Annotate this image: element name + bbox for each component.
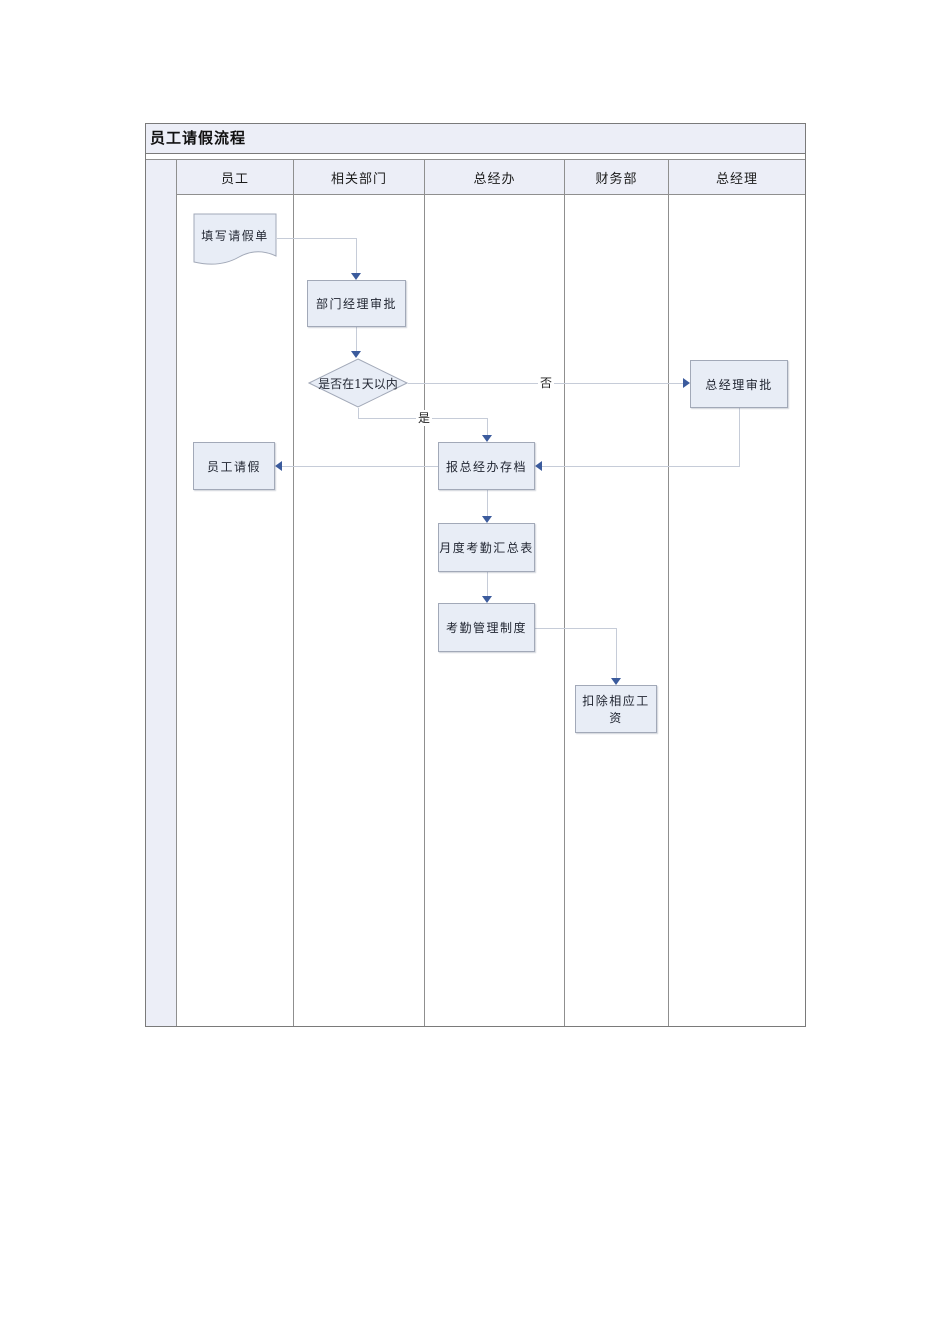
- lane-divider: [293, 195, 294, 1026]
- edge-label-no: 否: [538, 375, 554, 391]
- lane-divider: [668, 195, 669, 1026]
- lane-header-finance: 财务部: [565, 159, 669, 195]
- process-gm-approve: 总经理审批: [690, 360, 788, 408]
- node-label: 填写请假单: [201, 228, 269, 243]
- process-dept-manager-approve: 部门经理审批: [307, 280, 406, 327]
- process-employee-leave: 员工请假: [193, 442, 275, 490]
- diamond-shape-icon: [308, 358, 408, 408]
- lane-header-employee: 员工: [177, 159, 294, 195]
- document-shape-icon: [193, 213, 277, 265]
- node-label: 是否在1天以内: [318, 376, 398, 391]
- lane-header-department: 相关部门: [294, 159, 425, 195]
- node-label: 总经理审批: [705, 377, 773, 392]
- lane-header-gm-office: 总经办: [425, 159, 565, 195]
- connector-form-to-deptapprove: [356, 238, 357, 273]
- connector-archive-to-leave: [282, 466, 438, 467]
- arrowhead-left-icon: [535, 461, 542, 471]
- process-attendance-policy: 考勤管理制度: [438, 603, 535, 652]
- arrowhead-left-icon: [275, 461, 282, 471]
- phase-stripe: [146, 159, 177, 1026]
- arrowhead-down-icon: [482, 596, 492, 603]
- node-label: 报总经办存档: [445, 459, 527, 474]
- arrowhead-down-icon: [611, 678, 621, 685]
- connector-decision-yes-to-archive: [487, 418, 488, 435]
- arrowhead-down-icon: [351, 351, 361, 358]
- diagram-title: 员工请假流程: [146, 124, 805, 154]
- connector-form-to-deptapprove: [277, 238, 356, 239]
- connector-decision-yes-to-archive: [358, 408, 359, 418]
- node-label: 考勤管理制度: [445, 621, 527, 635]
- decision-within-one-day: 是否在1天以内: [308, 358, 408, 408]
- node-label: 月度考勤汇总表: [439, 541, 534, 555]
- edge-label-yes: 是: [416, 410, 432, 426]
- flowchart-frame: 员工请假流程 员工 相关部门 总经办 财务部 总经理 否 是: [145, 123, 806, 1027]
- process-monthly-attendance: 月度考勤汇总表: [438, 523, 535, 572]
- connector-monthly-to-policy: [487, 572, 488, 596]
- lane-divider: [424, 195, 425, 1026]
- connector-archive-to-monthly: [487, 490, 488, 516]
- process-report-gm-archive: 报总经办存档: [438, 442, 535, 490]
- connector-gmapprove-to-archive: [739, 408, 740, 466]
- arrowhead-down-icon: [482, 435, 492, 442]
- document-fill-leave-form: 填写请假单: [193, 213, 277, 267]
- connector-policy-to-deduct: [535, 628, 616, 629]
- connector-policy-to-deduct: [616, 628, 617, 678]
- node-label: 员工请假: [206, 459, 261, 474]
- arrowhead-down-icon: [351, 273, 361, 280]
- lane-header-gm: 总经理: [669, 159, 805, 195]
- arrowhead-right-icon: [683, 378, 690, 388]
- process-deduct-salary: 扣除相应工资: [575, 685, 657, 733]
- lane-divider: [564, 195, 565, 1026]
- arrowhead-down-icon: [482, 516, 492, 523]
- node-label: 扣除相应工资: [582, 694, 650, 725]
- connector-deptapprove-to-decision: [356, 327, 357, 351]
- flowchart-canvas: 员工请假流程 员工 相关部门 总经办 财务部 总经理 否 是: [146, 124, 805, 1026]
- node-label: 部门经理审批: [315, 297, 397, 311]
- connector-gmapprove-to-archive: [542, 466, 740, 467]
